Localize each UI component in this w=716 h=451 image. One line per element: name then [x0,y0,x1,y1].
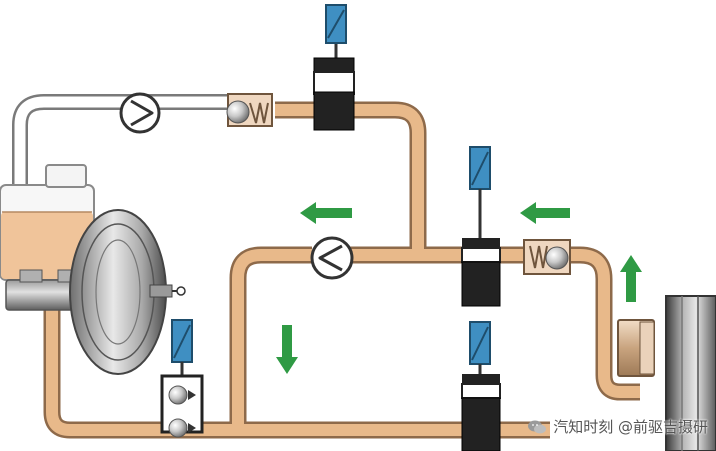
return-pump [119,92,161,134]
solenoid-valve-middle [461,146,501,307]
brake-lines [43,101,640,439]
brake-caliper [617,319,655,377]
watermark-text: 汽知时刻 @前驱吉摄研 [553,418,708,436]
solenoid-valve-bottom [461,321,501,451]
solenoid-valve-bottom-left [160,319,204,438]
flow-arrow-left-2 [520,202,570,224]
brake-disc [665,295,716,451]
watermark: 汽知时刻 @前驱吉摄研 [527,416,708,437]
flow-arrow-down [276,325,298,374]
solenoid-valve-top [313,4,355,131]
wechat-icon [528,420,547,433]
return-pump-circuit [310,236,354,280]
return-line [11,94,248,213]
vacuum-brake-booster [69,209,186,375]
flow-arrow-up [620,255,642,302]
flow-arrow-left-1 [300,202,352,224]
accumulator [226,93,273,127]
check-valve-right [523,239,571,275]
